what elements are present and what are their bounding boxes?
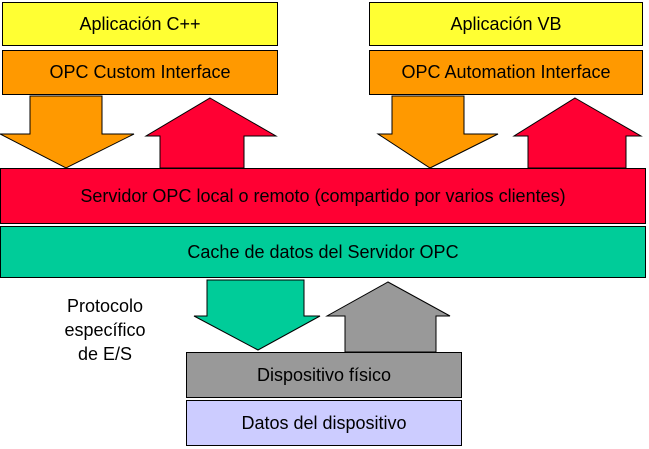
data-cache-box: Cache de datos del Servidor OPC bbox=[0, 226, 646, 278]
down-arrow-custom-interface bbox=[0, 95, 135, 169]
up-arrow-protocol bbox=[325, 281, 451, 353]
cpp-application-box: Aplicación C++ bbox=[2, 2, 278, 46]
custom-interface-label: OPC Custom Interface bbox=[49, 62, 231, 82]
physical-device-box: Dispositivo físico bbox=[186, 352, 462, 398]
down-arrow-protocol bbox=[193, 279, 321, 351]
protocol-label-line: Protocolo bbox=[66, 296, 144, 316]
protocol-label-line: de E/S bbox=[77, 344, 133, 364]
protocol-label-line: específico bbox=[64, 320, 146, 340]
automation-interface-box: OPC Automation Interface bbox=[369, 50, 643, 95]
down-arrow-automation-interface bbox=[376, 95, 499, 169]
protocol-label: Protocolo específico de E/S bbox=[40, 294, 170, 366]
opc-server-label: Servidor OPC local o remoto (compartido … bbox=[80, 185, 566, 206]
cpp-application-label: Aplicación C++ bbox=[79, 13, 201, 34]
data-cache-label: Cache de datos del Servidor OPC bbox=[187, 241, 459, 262]
opc-server-box: Servidor OPC local o remoto (compartido … bbox=[0, 168, 646, 224]
device-data-box: Datos del dispositivo bbox=[186, 400, 462, 446]
up-arrow-custom-interface bbox=[144, 97, 278, 169]
vb-application-box: Aplicación VB bbox=[369, 2, 643, 46]
vb-application-label: Aplicación VB bbox=[450, 13, 562, 34]
device-data-label: Datos del dispositivo bbox=[241, 412, 407, 433]
up-arrow-automation-interface bbox=[512, 97, 643, 169]
custom-interface-box: OPC Custom Interface bbox=[2, 50, 278, 95]
automation-interface-label: OPC Automation Interface bbox=[401, 62, 611, 82]
physical-device-label: Dispositivo físico bbox=[256, 364, 392, 385]
